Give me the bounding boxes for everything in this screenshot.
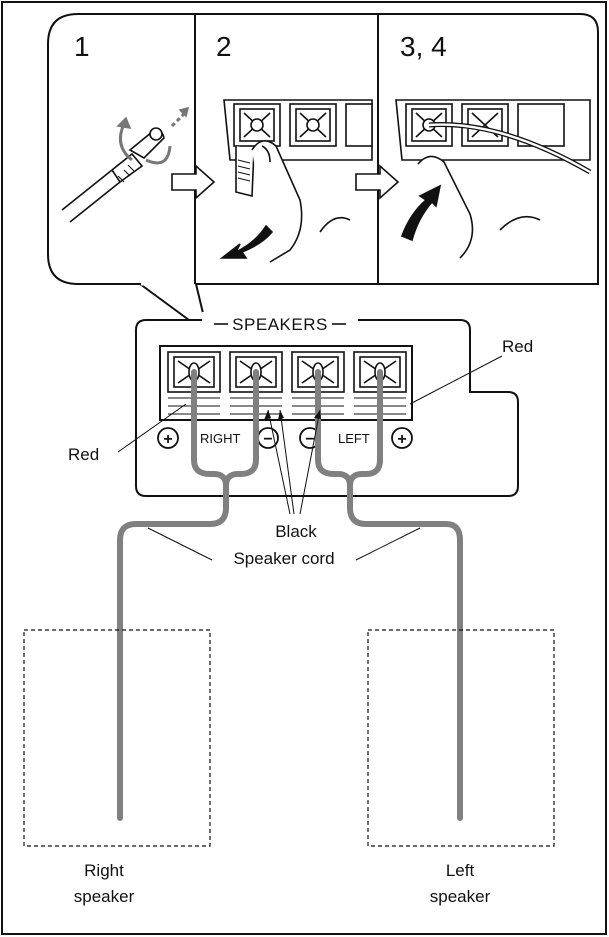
- svg-text:+: +: [163, 431, 172, 448]
- left-speaker-outline: [367, 629, 555, 847]
- push-up-arrow-icon: [400, 184, 442, 242]
- right-cord-minus-lead: [223, 369, 259, 489]
- right-cord: [117, 483, 229, 821]
- svg-text:−: −: [263, 431, 272, 448]
- svg-text:−: −: [305, 431, 314, 448]
- step-3-4-number: 3, 4: [400, 31, 447, 62]
- black-arrowhead-3-icon: [314, 410, 321, 419]
- right-speaker-label-line-2: speaker: [74, 887, 135, 906]
- label-black: Black: [275, 522, 317, 541]
- plus-sign-right-icon: +: [157, 427, 179, 449]
- left-cord: [347, 483, 463, 821]
- step-1-number: 1: [74, 31, 90, 62]
- left-speaker-label-line-2: speaker: [430, 887, 491, 906]
- step-2-number: 2: [216, 31, 232, 62]
- step-arrow-2-icon: [355, 164, 400, 200]
- rotate-arrow-icon: [116, 116, 132, 130]
- svg-text:+: +: [397, 431, 406, 448]
- channel-label-left: LEFT: [338, 431, 370, 446]
- label-speaker-cord: Speaker cord: [233, 549, 334, 568]
- step-arrow-1-icon: [171, 164, 216, 200]
- speaker-cords: [117, 369, 463, 821]
- plus-sign-left-icon: +: [391, 427, 413, 449]
- left-cord-plus-lead: [347, 369, 383, 503]
- leader-lines: [117, 355, 503, 561]
- press-down-arrow-icon: [219, 224, 274, 259]
- panel-title-backdrop: [202, 312, 358, 332]
- step-2-illustration: [219, 99, 373, 263]
- right-speaker-outline: [23, 629, 211, 847]
- step-3-4-illustration: [395, 99, 592, 259]
- left-speaker-label-line-1: Left: [446, 861, 475, 880]
- panel-title: SPEAKERS: [232, 315, 328, 334]
- label-red-right: Red: [502, 337, 533, 356]
- channel-label-right: RIGHT: [200, 431, 241, 446]
- right-speaker-label-line-1: Right: [84, 861, 124, 880]
- black-arrowhead-2-icon: [278, 410, 284, 420]
- black-arrowhead-1-icon: [264, 410, 271, 420]
- label-red-left: Red: [68, 445, 99, 464]
- steps-callout: 1 2 3, 4: [47, 13, 599, 337]
- step-1-illustration: [61, 106, 190, 223]
- pull-arrow-icon: [178, 106, 190, 118]
